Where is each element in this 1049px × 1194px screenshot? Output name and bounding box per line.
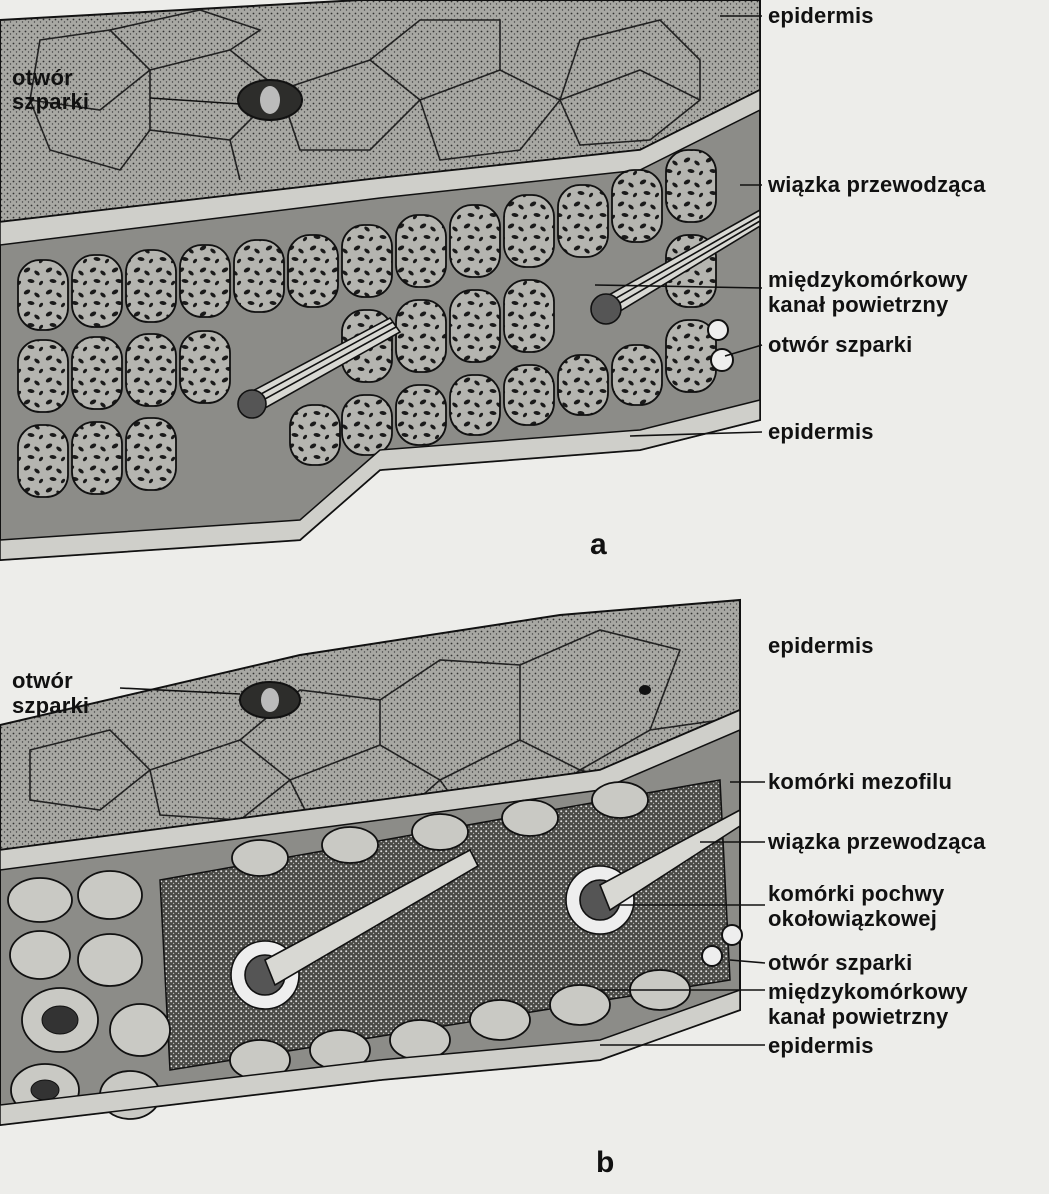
label-a-stoma-left-line1: otwór — [12, 66, 73, 90]
label-b-epidermis-bottom: epidermis — [768, 1034, 874, 1058]
label-b-sheath-line2: okołowiązkowej — [768, 907, 937, 931]
panel-b-drawing — [0, 600, 742, 1125]
label-a-air-channel-line2: kanał powietrzny — [768, 293, 948, 317]
label-a-air-channel-line1: międzykomórkowy — [768, 268, 968, 292]
label-a-stoma-right: otwór szparki — [768, 333, 912, 357]
panel-b-letter: b — [596, 1146, 614, 1180]
label-a-vascular-bundle: wiązka przewodząca — [768, 173, 986, 197]
label-a-epidermis-top: epidermis — [768, 4, 874, 28]
panel-a-letter: a — [590, 528, 607, 562]
label-b-epidermis-top: epidermis — [768, 634, 874, 658]
label-b-sheath-line1: komórki pochwy — [768, 882, 944, 906]
label-b-air-channel-line1: międzykomórkowy — [768, 980, 968, 1004]
label-b-stoma-left-line1: otwór — [12, 669, 73, 693]
panel-a-drawing — [0, 0, 760, 560]
label-b-mesophyll: komórki mezofilu — [768, 770, 952, 794]
label-b-stoma-left-line2: szparki — [12, 694, 89, 718]
label-a-epidermis-bottom: epidermis — [768, 420, 874, 444]
bleed-through-texture — [640, 30, 760, 40]
label-b-air-channel-line2: kanał powietrzny — [768, 1005, 948, 1029]
label-a-stoma-left-line2: szparki — [12, 90, 89, 114]
label-b-stoma-right: otwór szparki — [768, 951, 912, 975]
label-b-vascular-bundle: wiązka przewodząca — [768, 830, 986, 854]
